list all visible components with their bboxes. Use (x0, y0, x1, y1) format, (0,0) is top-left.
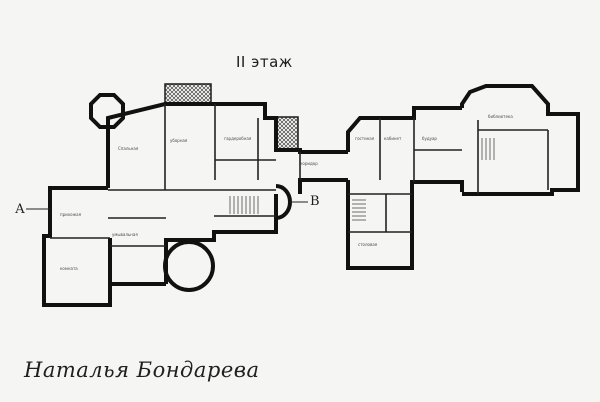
room-label: столовая (358, 242, 378, 247)
room-label: коридор (300, 161, 318, 166)
interior-walls (50, 104, 549, 247)
hatched-balcony (164, 83, 212, 106)
room-label: библиотека (488, 114, 513, 119)
room-label: гардеробная (224, 136, 252, 141)
floor-title: II этаж (236, 53, 293, 71)
room-label: комната (60, 266, 78, 271)
room-label: уборная (170, 138, 188, 143)
section-line (26, 201, 308, 210)
room-label: Спальная (118, 146, 139, 151)
room-label: умывальная (112, 232, 138, 237)
room-label: гостиная (355, 136, 375, 141)
section-label-b: В (310, 194, 320, 209)
exterior-walls (42, 84, 580, 307)
room-label: кабинет (384, 136, 402, 141)
hatched-balcony (275, 116, 299, 151)
stairs (229, 138, 495, 221)
room-label: будуар (422, 136, 437, 141)
room-label: прихожая (60, 212, 82, 217)
section-label-a: А (15, 202, 25, 217)
author-signature: Наталья Бондарева (24, 358, 260, 382)
